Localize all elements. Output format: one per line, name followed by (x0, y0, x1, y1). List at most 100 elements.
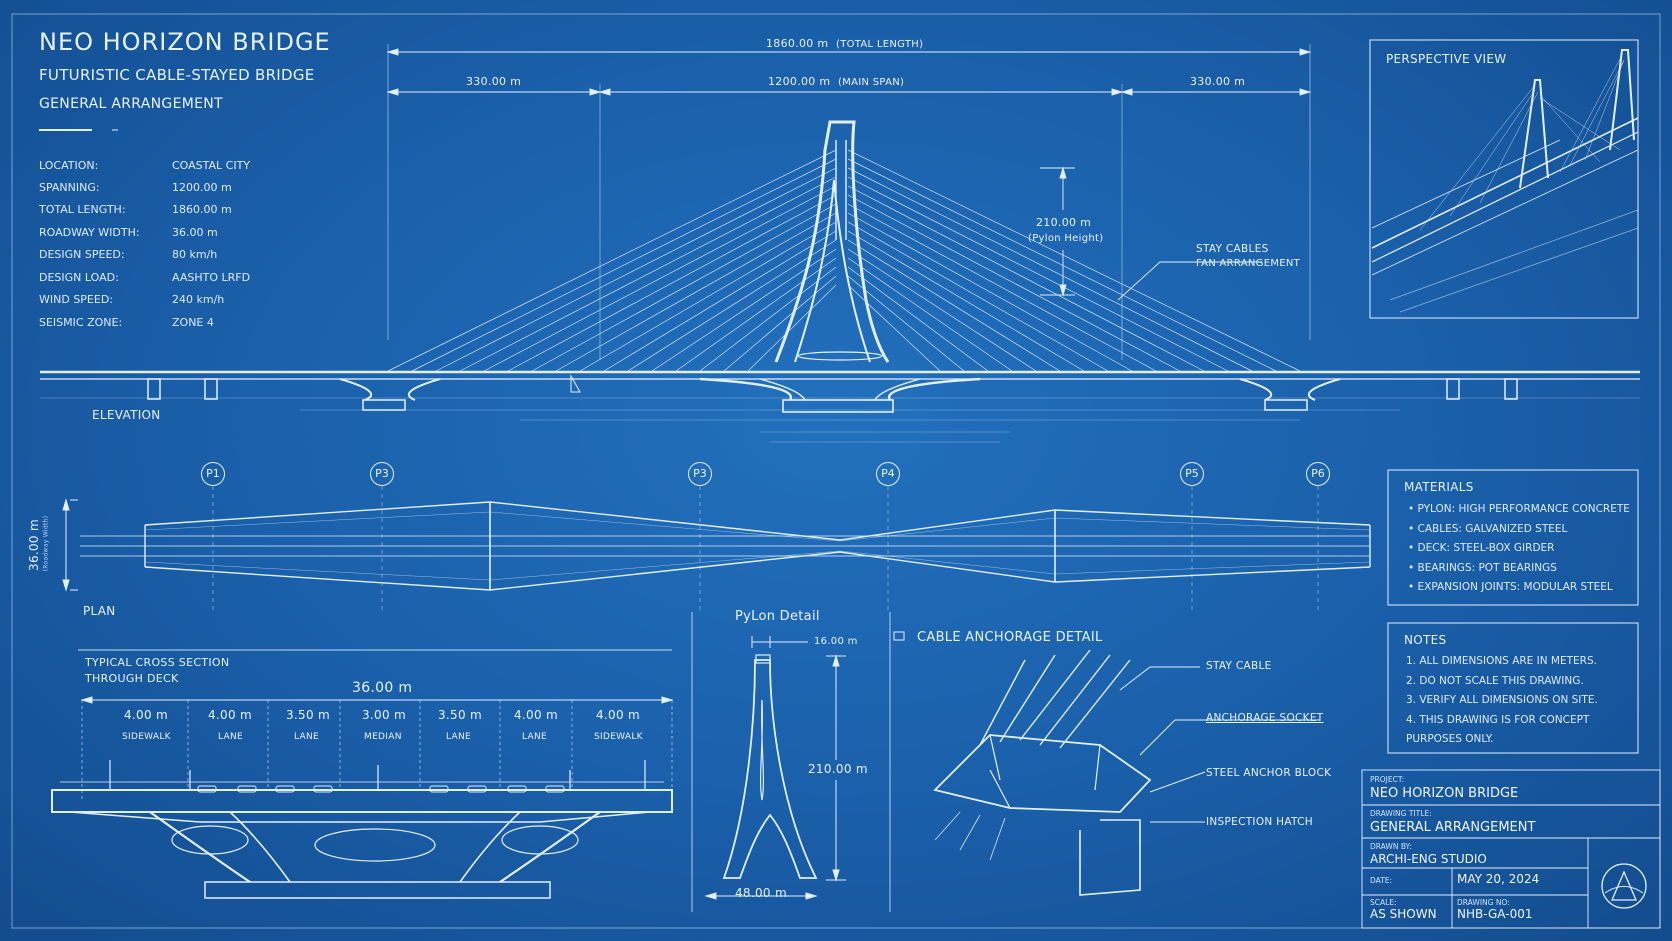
spec-value: 80 km/h (172, 248, 218, 261)
tb-drawn-by: ARCHI-ENG STUDIO (1370, 852, 1487, 866)
spec-key: TOTAL LENGTH: (39, 203, 126, 216)
stay-cables-leader (1117, 261, 1262, 301)
spec-key: SPANNING: (39, 181, 100, 194)
stay-cable (387, 149, 837, 372)
lane-width: 3.50 m (286, 708, 331, 722)
lane-name: LANE (446, 732, 471, 742)
stay-cable (847, 185, 1205, 372)
pylon-detail-title: PyLon Detail (735, 609, 820, 624)
spec-value: 1200.00 m (172, 181, 232, 194)
spec-key: DESIGN SPEED: (39, 248, 125, 261)
perspective-box (1369, 39, 1639, 319)
total-length-value: 1860.00 m (766, 37, 829, 50)
pier-marker: P6 (1306, 462, 1330, 486)
stay-cable (847, 158, 1277, 372)
pylon-height-value: 210.00 m (1036, 216, 1092, 229)
lane-width: 3.00 m (362, 708, 407, 722)
stay-cables-label: STAY CABLES (1196, 243, 1269, 255)
materials-title: MATERIALS (1404, 480, 1474, 494)
stay-cable (483, 185, 837, 372)
elevation-view (40, 120, 1640, 443)
main-span-note: (MAIN SPAN) (838, 77, 905, 88)
tb-scale: AS SHOWN (1370, 907, 1437, 921)
tb-drawing-title-label: DRAWING TITLE: (1370, 809, 1432, 818)
stay-cable (847, 284, 941, 372)
stay-cable (847, 194, 1181, 372)
pylon-height-note: (Pylon Height) (1028, 233, 1104, 244)
material-item: • EXPANSION JOINTS: MODULAR STEEL (1408, 581, 1613, 593)
elevation-label: ELEVATION (92, 408, 161, 422)
plan-width-note: (Roadway Width) (42, 515, 50, 572)
pier-marker: P1 (201, 462, 225, 486)
anchorage-detail-title: CABLE ANCHORAGE DETAIL (917, 630, 1103, 645)
notes-title: NOTES (1404, 633, 1447, 647)
stay-cable (699, 266, 837, 372)
stay-cable (847, 248, 1037, 372)
title-block-frame (1361, 769, 1661, 929)
stay-cable (579, 221, 837, 372)
lane-name: LANE (218, 732, 243, 742)
stay-cable (675, 257, 837, 372)
main-span-dimension: 1200.00 m (MAIN SPAN) (768, 75, 904, 88)
lane-width: 4.00 m (208, 708, 253, 722)
tb-drawing-no-label: DRAWING NO: (1457, 898, 1510, 907)
cross-section-title: TYPICAL CROSS SECTION (85, 656, 230, 669)
tb-drawn-by-label: DRAWN BY: (1370, 842, 1412, 851)
stay-cable (847, 203, 1157, 372)
note-item: 1. ALL DIMENSIONS ARE IN METERS. (1406, 655, 1597, 667)
spec-value: COASTAL CITY (172, 159, 251, 172)
main-span-value: 1200.00 m (768, 75, 831, 88)
stay-cable (847, 212, 1133, 372)
stay-cable (847, 221, 1109, 372)
tb-drawing-title: GENERAL ARRANGEMENT (1370, 820, 1536, 835)
total-length-note: (TOTAL LENGTH) (836, 39, 924, 50)
notes-box (1387, 622, 1639, 754)
lane-name: SIDEWALK (122, 732, 171, 742)
cross-section-total-width: 36.00 m (352, 680, 413, 696)
pylon-height-dimension (1040, 166, 1075, 297)
stay-cable (459, 176, 837, 372)
material-item: • CABLES: GALVANIZED STEEL (1408, 522, 1568, 535)
sheet-frame (11, 13, 1661, 929)
lane-width: 3.50 m (438, 708, 483, 722)
spec-key: WIND SPEED: (39, 293, 114, 306)
note-item: 4. THIS DRAWING IS FOR CONCEPT (1406, 713, 1590, 726)
spec-value: ZONE 4 (172, 316, 214, 329)
pier-marker: P3 (688, 462, 712, 486)
materials-list: • PYLON: HIGH PERFORMANCE CONCRETE • CAB… (1408, 500, 1630, 598)
stay-cable (747, 284, 837, 372)
note-item: 3. VERIFY ALL DIMENSIONS ON SITE. (1406, 694, 1598, 706)
spec-key: LOCATION: (39, 159, 99, 172)
stay-cable (531, 203, 837, 372)
pier-marker: P5 (1180, 462, 1204, 486)
cross-section-subtitle: THROUGH DECK (85, 672, 179, 685)
perspective-sketch (1371, 49, 1639, 313)
material-item: • DECK: STEEL-BOX GIRDER (1408, 542, 1555, 554)
side-span-right-dimension: 330.00 m (1190, 75, 1246, 88)
spec-value: AASHTO LRFD (172, 271, 251, 284)
stay-cable (847, 239, 1061, 372)
notes-list: 1. ALL DIMENSIONS ARE IN METERS. 2. DO N… (1406, 652, 1598, 750)
tb-date-label: DATE: (1370, 876, 1393, 885)
tb-drawing-no: NHB-GA-001 (1457, 907, 1533, 921)
stay-cable (847, 230, 1085, 372)
tb-project: NEO HORIZON BRIDGE (1370, 786, 1519, 801)
pier-marker: P3 (370, 462, 394, 486)
anchorage-label-anchor-block: STEEL ANCHOR BLOCK (1206, 767, 1332, 779)
spec-key: ROADWAY WIDTH: (39, 226, 140, 239)
elevation-dimension-lines (386, 44, 1312, 360)
perspective-view-label: PERSPECTIVE VIEW (1386, 52, 1507, 66)
stay-cable (847, 167, 1253, 372)
lane-width: 4.00 m (124, 708, 169, 722)
material-item: • PYLON: HIGH PERFORMANCE CONCRETE (1408, 503, 1630, 515)
anchorage-label-inspection-hatch: INSPECTION HATCH (1206, 816, 1313, 828)
stay-cable (603, 230, 837, 372)
side-span-left-dimension: 330.00 m (466, 75, 522, 88)
fan-arrangement-label: FAN ARRANGEMENT (1196, 258, 1301, 269)
page-title: NEO HORIZON BRIDGE (39, 28, 331, 56)
tb-project-label: PROJECT: (1370, 775, 1405, 784)
lane-width: 4.00 m (514, 708, 559, 722)
note-item: 2. DO NOT SCALE THIS DRAWING. (1406, 674, 1584, 687)
